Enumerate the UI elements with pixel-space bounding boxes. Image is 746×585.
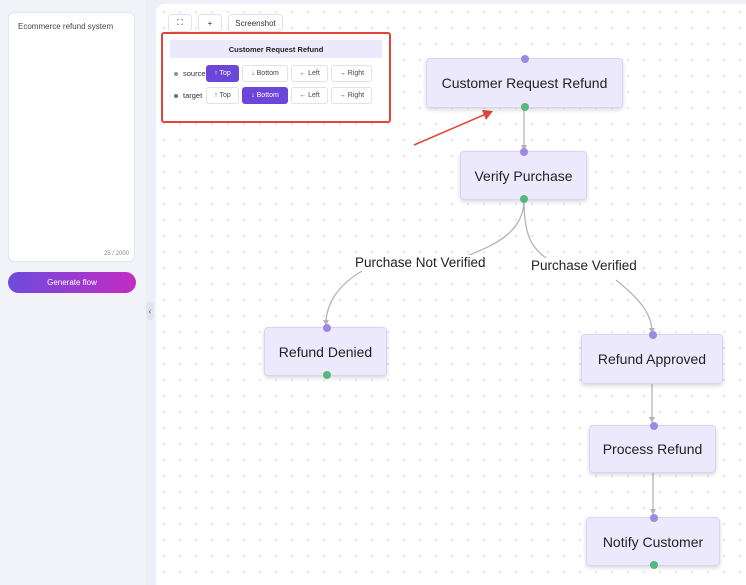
node-label: Refund Approved: [597, 351, 707, 367]
source-right-button[interactable]: → Right: [331, 65, 372, 82]
target-handle[interactable]: [520, 148, 528, 156]
node-customer-request-refund[interactable]: Customer Request Refund: [426, 55, 623, 111]
target-position-row: target ↑ Top ↓ Bottom ← Left → Right: [170, 87, 382, 105]
target-top-button[interactable]: ↑ Top: [206, 87, 239, 104]
prompt-text: Ecommerce refund system: [18, 22, 114, 31]
char-counter: 25 / 2000: [103, 251, 129, 257]
prompt-textarea[interactable]: Ecommerce refund system 25 / 2000: [8, 12, 135, 262]
target-label: target: [183, 91, 203, 100]
flow-edges: [323, 108, 656, 515]
edge-not-verified-to-denied[interactable]: [325, 270, 363, 325]
source-label: source: [183, 69, 206, 78]
node-notify-customer[interactable]: Notify Customer: [586, 514, 720, 569]
source-handle[interactable]: [650, 561, 658, 569]
target-handle[interactable]: [649, 331, 657, 339]
source-left-button[interactable]: ← Left: [291, 65, 328, 82]
target-dot-icon: [174, 94, 178, 98]
sidebar: Ecommerce refund system 25 / 2000 Genera…: [0, 0, 146, 585]
edge-verify-to-verified[interactable]: [523, 199, 547, 259]
flow-canvas[interactable]: ⛶ + Screenshot Customer Request Refund s…: [156, 4, 746, 585]
target-right-button[interactable]: → Right: [331, 87, 372, 104]
panel-title: Customer Request Refund: [170, 40, 382, 58]
target-handle[interactable]: [521, 55, 529, 63]
collapse-sidebar-handle[interactable]: ‹: [146, 302, 154, 320]
target-bottom-button[interactable]: ↓ Bottom: [242, 87, 288, 104]
annotation-arrow-line: [413, 113, 487, 146]
target-handle[interactable]: [650, 514, 658, 522]
source-dot-icon: [174, 72, 178, 76]
fit-view-button[interactable]: ⛶: [168, 14, 192, 32]
node-label: Refund Denied: [278, 343, 373, 360]
source-handle[interactable]: [323, 371, 331, 379]
target-handle[interactable]: [650, 422, 658, 430]
source-handle[interactable]: [520, 195, 528, 203]
edge-verify-to-not-verified[interactable]: [461, 199, 525, 259]
source-handle[interactable]: [521, 103, 529, 111]
node-label: Notify Customer: [602, 533, 704, 550]
generate-flow-button[interactable]: Generate flow: [8, 272, 136, 293]
plus-icon: +: [207, 18, 213, 28]
edge-verified-to-approved[interactable]: [615, 279, 653, 333]
target-handle[interactable]: [323, 324, 331, 332]
add-node-button[interactable]: +: [198, 14, 222, 32]
source-top-button[interactable]: ↑ Top: [206, 65, 239, 82]
node-properties-panel: Customer Request Refund source ↑ Top ↓ B…: [161, 32, 391, 123]
annotation-arrow-head: [482, 110, 493, 120]
source-position-row: source ↑ Top ↓ Bottom ← Left → Right: [170, 65, 382, 83]
node-refund-approved[interactable]: Refund Approved: [581, 331, 723, 384]
edge-label-not-verified: Purchase Not Verified: [355, 255, 486, 270]
target-left-button[interactable]: ← Left: [291, 87, 328, 104]
node-label: Customer Request Refund: [441, 75, 608, 91]
node-process-refund[interactable]: Process Refund: [589, 422, 716, 473]
screenshot-button[interactable]: Screenshot: [228, 14, 283, 32]
node-verify-purchase[interactable]: Verify Purchase: [460, 148, 587, 203]
source-bottom-button[interactable]: ↓ Bottom: [242, 65, 288, 82]
node-label: Process Refund: [602, 441, 703, 457]
node-label: Verify Purchase: [474, 167, 573, 184]
fit-view-icon: ⛶: [177, 18, 183, 27]
node-refund-denied[interactable]: Refund Denied: [264, 324, 387, 379]
edge-label-verified: Purchase Verified: [531, 258, 637, 273]
